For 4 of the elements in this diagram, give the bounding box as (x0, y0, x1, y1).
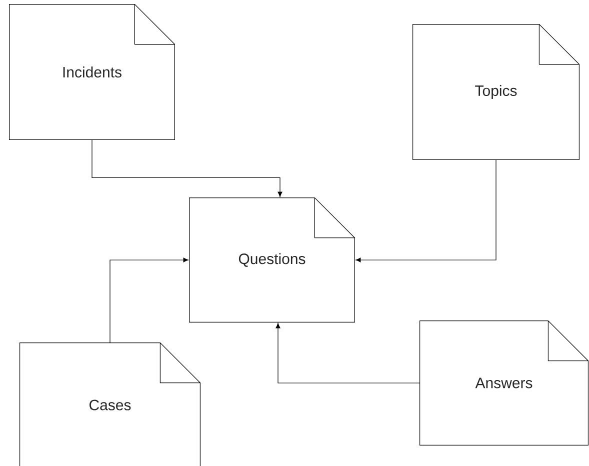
arrow (110, 258, 188, 344)
arrow (356, 159, 496, 262)
arrow (92, 139, 282, 197)
arrow (276, 323, 420, 384)
